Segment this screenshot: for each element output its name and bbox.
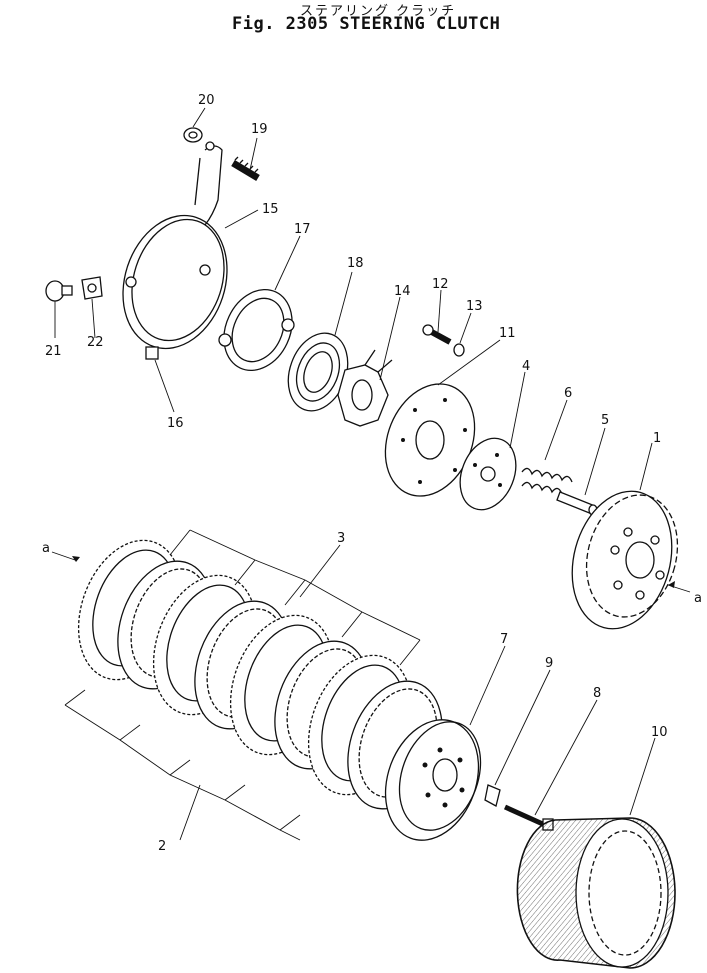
part-9-lock-plate: [484, 669, 551, 807]
part-5-pin: [556, 427, 606, 516]
part-10-outer-drum: [516, 737, 676, 969]
callout-10: 10: [651, 725, 668, 740]
callout-22: 22: [87, 335, 104, 350]
part-18-bearing: [287, 271, 353, 412]
callout-13: 13: [466, 299, 483, 314]
callout-9: 9: [545, 656, 553, 671]
part-8-bolt: [503, 699, 598, 831]
part-15-brake-band: [122, 141, 259, 350]
callout-4: 4: [522, 359, 530, 374]
callout-18: 18: [347, 256, 364, 271]
callout-21: 21: [45, 344, 62, 359]
callout-14: 14: [394, 284, 411, 299]
callout-2: 2: [158, 839, 166, 854]
callout-3: 3: [337, 531, 345, 546]
part-20-nut: [183, 107, 206, 143]
part-11-plate: [384, 339, 501, 497]
part-4-plate: [459, 371, 526, 511]
part-1-drum: [571, 442, 691, 630]
callout-5: 5: [601, 413, 609, 428]
part-6-spring: [521, 399, 573, 495]
callout-8: 8: [593, 686, 601, 701]
callout-16: 16: [167, 416, 184, 431]
callout-17: 17: [294, 222, 311, 237]
part-13-washer: [453, 312, 472, 357]
part-22-washer: [81, 276, 103, 339]
callout-6: 6: [564, 386, 572, 401]
figure-title: Fig. 2305 STEERING CLUTCH: [232, 14, 501, 34]
callout-12: 12: [432, 277, 449, 292]
callout-19: 19: [251, 122, 268, 137]
part-21-bolt: [45, 280, 73, 338]
view-marker-a-right: a: [694, 591, 702, 606]
callout-1: 1: [653, 431, 661, 446]
callout-7: 7: [500, 632, 508, 647]
view-marker-a-left: a: [42, 541, 50, 556]
part-7-pressure-plate: [384, 645, 506, 841]
part-16-pin: [145, 346, 175, 413]
part-12-bolt: [422, 289, 452, 345]
callout-20: 20: [198, 93, 215, 108]
part-14-hub: [337, 296, 401, 427]
figure-title-japanese: ステアリング クラッチ: [300, 4, 457, 19]
callout-15: 15: [262, 202, 279, 217]
part-19-stud: [231, 137, 260, 182]
part-17-collar: [218, 235, 301, 372]
callout-labels: 1 2 3 4 5 6 7 8 9 10 11 12 13 14 15 16 1…: [42, 93, 702, 854]
callout-11: 11: [499, 326, 516, 341]
part-2-3-clutch-discs: [51, 529, 443, 841]
